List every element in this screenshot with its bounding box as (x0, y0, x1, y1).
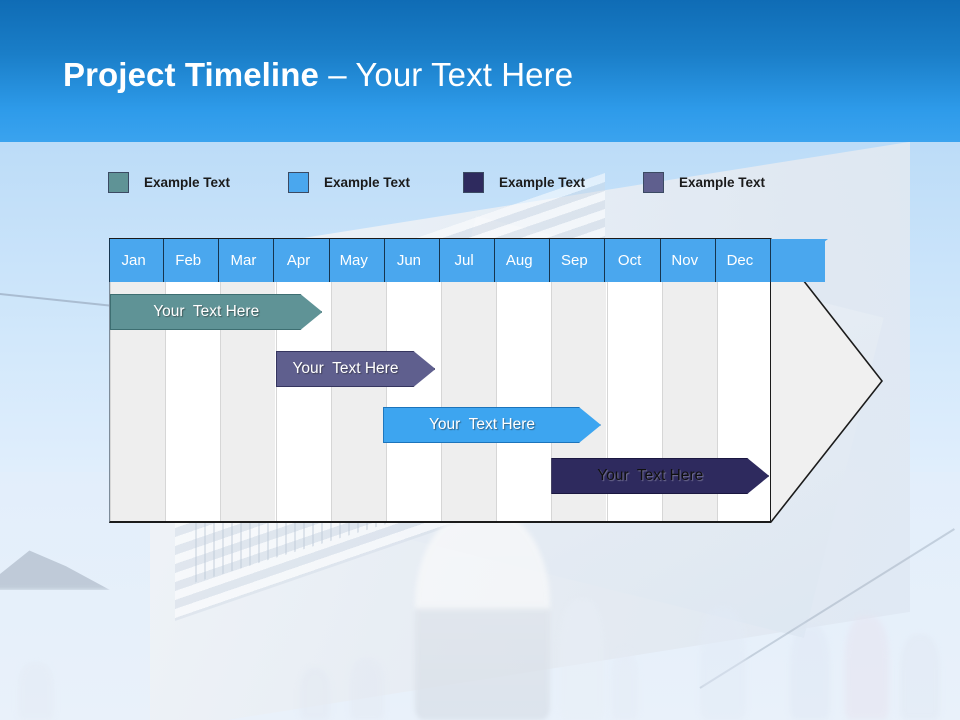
background-person (612, 650, 638, 720)
background-person (560, 600, 604, 720)
background-person (700, 608, 746, 720)
month-label: May (339, 252, 368, 269)
title-banner: Project Timeline – Your Text Here (0, 0, 960, 142)
month-header-cell-may[interactable]: May (330, 239, 385, 282)
task-bar-arrow-shape (383, 407, 601, 443)
grid-column-stripe (330, 282, 386, 521)
month-label: Apr (286, 252, 311, 269)
timeline-task-bar-3[interactable]: Your Text Here (383, 407, 601, 443)
grid-column-stripe (441, 282, 497, 521)
task-bar-label: Your Text Here (292, 360, 399, 377)
month-header-cell-aug[interactable]: Aug (495, 239, 551, 282)
page-title-bold: Project Timeline (63, 56, 319, 93)
month-label: Nov (671, 252, 699, 269)
page-title: Project Timeline – Your Text Here (63, 56, 573, 94)
month-label: Sep (561, 252, 588, 269)
legend-color-swatch (463, 171, 484, 193)
grid-column-divider (165, 282, 167, 521)
grid-column-divider (220, 282, 222, 521)
task-bar-label: Your Text Here (429, 416, 535, 433)
background-person (300, 668, 330, 720)
legend-item-label: Example Text (499, 174, 586, 190)
month-header-cell-nov[interactable]: Nov (661, 239, 716, 282)
background-crowd (0, 520, 960, 720)
month-label: Oct (617, 252, 642, 269)
legend-item-label: Example Text (324, 174, 411, 190)
month-header-row: Jan Feb Mar Apr May Jun Jul Aug Sep Oct Nov Dec (109, 238, 771, 282)
background-person (845, 616, 889, 720)
month-header-cell-feb[interactable]: Feb (164, 239, 220, 282)
grid-column-divider (551, 282, 553, 521)
task-bar-arrow-shape (276, 351, 436, 387)
grid-column-divider (275, 282, 277, 521)
background-person (790, 624, 830, 720)
legend-item[interactable]: Example Text (288, 170, 410, 194)
month-header-cell-mar[interactable]: Mar (219, 239, 275, 282)
task-bar-label: Your Text Here (597, 467, 704, 484)
legend-color-swatch (108, 171, 129, 193)
task-bar-arrow-shape (110, 294, 322, 330)
background-person (18, 662, 54, 720)
background-person (900, 634, 940, 720)
month-header-cell-jun[interactable]: Jun (385, 239, 440, 282)
timeline-task-bar-2[interactable]: Your Text Here (276, 351, 436, 387)
timeline-chart: Jan Feb Mar Apr May Jun Jul Aug Sep Oct Nov Dec You… (109, 238, 771, 523)
month-label: Jun (396, 252, 421, 269)
month-label: Dec (726, 252, 754, 269)
legend-item[interactable]: Example Text (108, 170, 230, 194)
background-person-foreground (415, 510, 550, 720)
grid-column-divider (441, 282, 442, 521)
month-header-cell-sep[interactable]: Sep (550, 239, 606, 282)
month-label: Aug (505, 252, 533, 269)
grid-column-divider (496, 282, 498, 521)
grid-column-divider (110, 282, 111, 521)
month-label: Jul (454, 252, 474, 269)
timeline-task-bar-4[interactable]: Your Text Here (551, 458, 769, 494)
month-header-cell-apr[interactable]: Apr (275, 239, 330, 282)
month-label: Mar (230, 252, 257, 269)
legend-item-label: Example Text (679, 174, 766, 190)
legend: Example Text Example Text Example Text E… (108, 170, 828, 194)
legend-item[interactable]: Example Text (463, 170, 585, 194)
month-header-cell-jan[interactable]: Jan (109, 239, 165, 282)
month-label: Feb (175, 252, 202, 269)
month-header-cell-dec[interactable]: Dec (716, 239, 771, 282)
task-bar-label: Your Text Here (153, 303, 260, 320)
grid-column-divider (606, 282, 608, 521)
grid-column-divider (330, 282, 332, 521)
timeline-task-bar-1[interactable]: Your Text Here (110, 294, 322, 330)
background-person (350, 658, 384, 720)
legend-item-label: Example Text (144, 174, 231, 190)
grid-column-divider (661, 282, 663, 521)
grid-column-divider (716, 282, 718, 521)
month-label: Jan (121, 252, 146, 269)
month-header-cell-jul[interactable]: Jul (440, 239, 496, 282)
legend-color-swatch (643, 171, 664, 193)
task-bar-arrow-shape (551, 458, 769, 494)
legend-color-swatch (288, 171, 309, 193)
month-header-cell-oct[interactable]: Oct (606, 239, 661, 282)
page-title-rest: – Your Text Here (318, 56, 574, 93)
grid-column-divider (385, 282, 387, 521)
legend-item[interactable]: Example Text (643, 170, 765, 194)
